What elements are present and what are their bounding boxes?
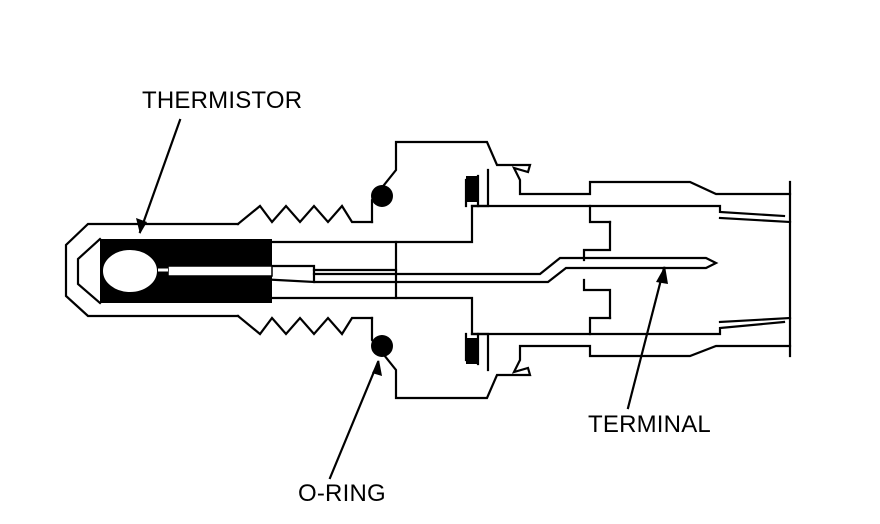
thermistor-arrowhead [136,218,147,234]
inner-cavity-upper [270,204,786,244]
gasket-upper-fill [466,176,478,202]
connector-side-upper [588,204,612,224]
probe-inner-tip [76,237,102,305]
connector-inner-bottom [718,316,792,324]
thermistor-leader [138,118,182,234]
oring-leader [328,360,380,480]
potting-inner-window [167,265,273,277]
hex-body-lower [370,316,792,400]
gasket-lower-fill [466,338,478,364]
terminal-leader [626,266,666,410]
connector-lower-latch [582,278,612,320]
inner-cavity-lower [270,296,786,336]
probe-outer-body [64,222,240,318]
hex-body-upper [370,140,792,224]
terminal-pin [312,256,719,284]
connector-upper-latch [582,220,612,262]
connector-side-lower [588,316,612,336]
o-ring-label: O-RING [298,480,386,507]
thread-bottom [236,314,374,336]
thermistor-bead [101,248,159,294]
terminal-label: TERMINAL [588,411,711,438]
terminal-arrowhead [656,266,668,284]
thread-top [236,204,374,226]
o-ring-upper [371,185,393,207]
thermistor-label: THERMISTOR [142,87,303,114]
oring-arrowhead [372,360,382,376]
connector-inner-top [718,216,792,224]
o-ring-lower [371,335,393,357]
